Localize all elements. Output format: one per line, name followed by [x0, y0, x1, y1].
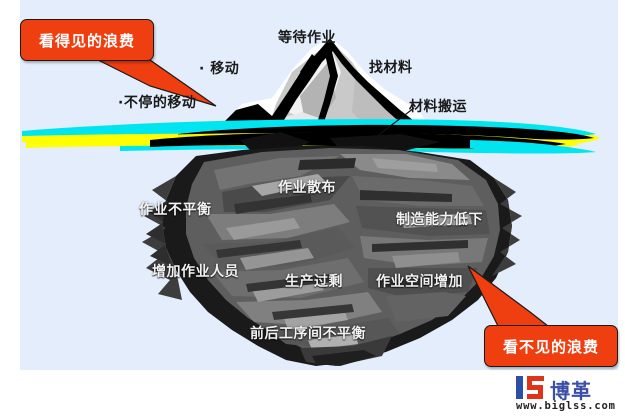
label-increased-work-space: 作业空间增加 [376, 274, 463, 290]
label-work-scatter: 作业散布 [278, 180, 336, 196]
label-material-handling: 材料搬运 [409, 99, 467, 115]
iceberg-crevasse-5 [372, 240, 468, 252]
iceberg-crevasse-2 [234, 194, 312, 214]
label-low-manufacturing-capacity: 制造能力低下 [396, 212, 483, 228]
label-work-imbalance: 作业不平衡 [139, 202, 212, 218]
leader-line-material-handling [371, 107, 415, 141]
label-add-workers: 增加作业人员 [152, 264, 239, 280]
iceberg-crevasse-8 [272, 304, 354, 320]
iceberg-facet-m [262, 318, 400, 350]
iceberg-highlight-3 [226, 218, 300, 240]
label-find-material: 找材料 [369, 60, 413, 76]
iceberg-crevasse-1 [298, 158, 356, 170]
brand-logo[interactable]: 博革 www.biglss.com [516, 375, 620, 415]
iceberg-highlight-9 [308, 334, 358, 350]
iceberg-highlight-8 [284, 310, 348, 330]
iceberg-highlight-1 [252, 174, 326, 196]
iceberg-crevasse-7 [380, 276, 462, 288]
logo-url-text: www.biglss.com [516, 400, 616, 412]
iceberg-highlight-6 [392, 252, 460, 268]
logo-brand-text: 博革 [550, 379, 592, 403]
callout-visible-waste[interactable]: 看得见的浪费 [20, 19, 154, 61]
iceberg-crevasse-3 [360, 190, 452, 202]
callout-invisible-waste[interactable]: 看不见的浪费 [484, 325, 618, 367]
label-process-imbalance: 前后工序间不平衡 [250, 326, 366, 342]
iceberg-spur-left-2 [146, 200, 172, 266]
iceberg-inner-seam [318, 44, 338, 122]
iceberg-keel-shadow [312, 350, 376, 366]
iceberg-crevasse-4 [216, 240, 302, 258]
iceberg-summit-notch [300, 54, 318, 78]
label-constant-movement: ·不停的移动 [118, 95, 197, 111]
label-waiting-for-work: 等待作业 [278, 30, 336, 46]
logo-mark-icon [516, 376, 544, 399]
label-overproduction: 生产过剩 [285, 274, 343, 290]
iceberg-highlight-7 [252, 280, 324, 302]
iceberg-highlight-5 [240, 248, 314, 270]
iceberg-crevasse-6 [246, 274, 332, 292]
callout-visible-label: 看得见的浪费 [38, 31, 135, 50]
iceberg-highlight-2 [372, 158, 438, 172]
callout-invisible-label: 看不见的浪费 [502, 337, 599, 356]
iceberg-submerged-group [142, 146, 522, 366]
label-move: · 移动 [199, 61, 240, 77]
iceberg-spur-right-1 [492, 178, 522, 276]
iceberg-ridge-left [214, 38, 336, 134]
waterline-cyan-tail [470, 140, 592, 153]
iceberg-facet-l [386, 292, 466, 322]
iceberg-highlight-4 [400, 214, 472, 228]
